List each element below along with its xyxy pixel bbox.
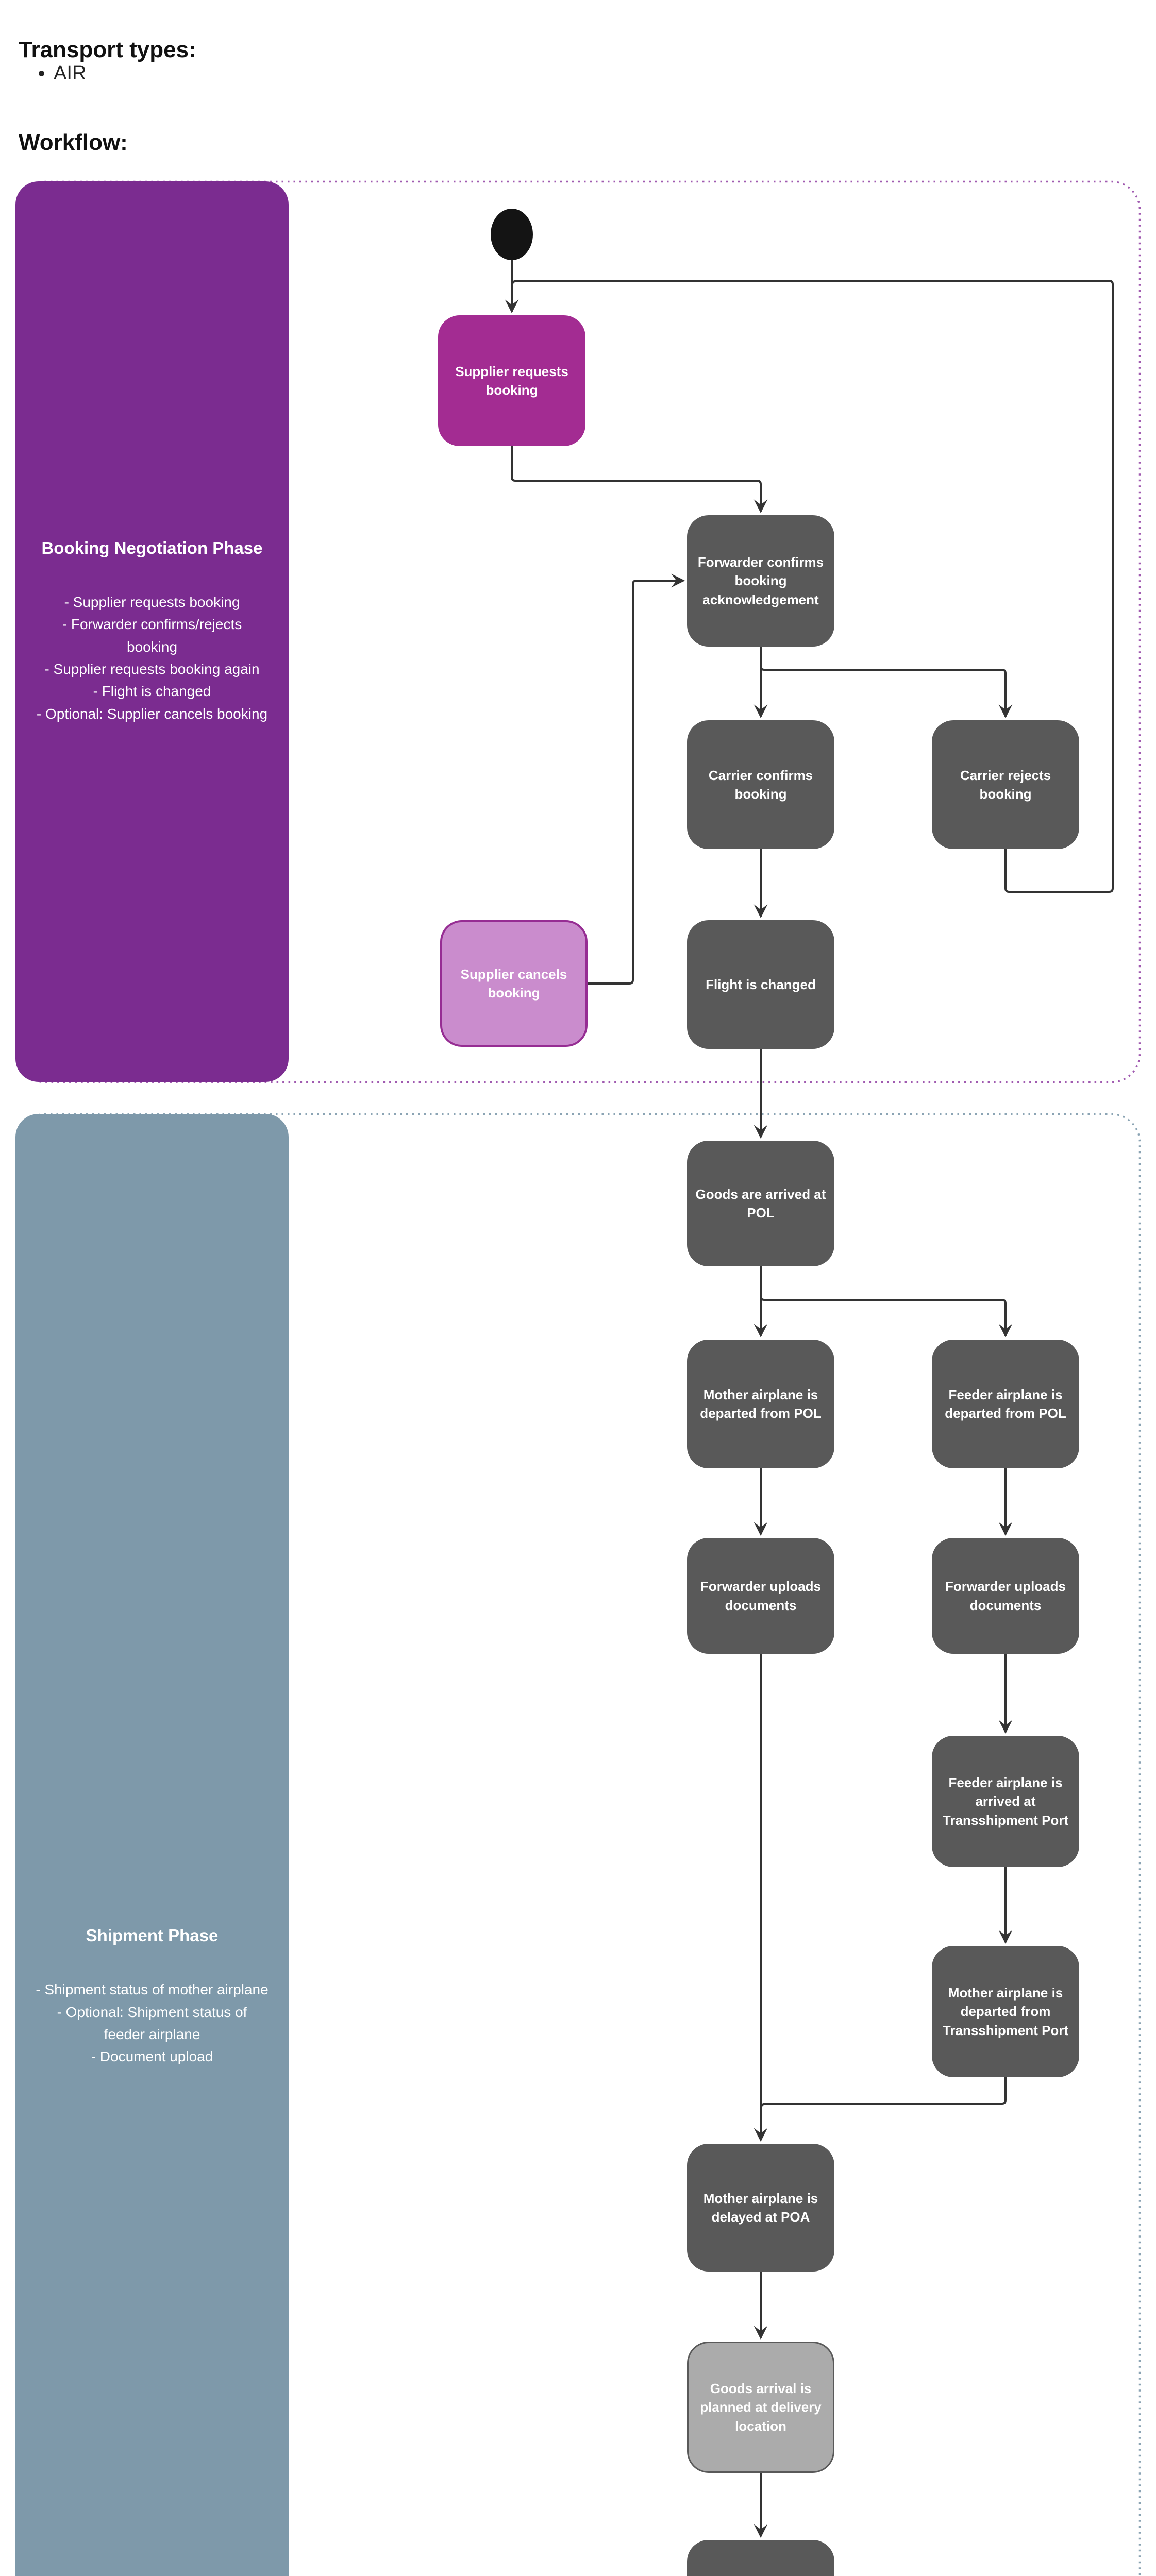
node-carrier-rejects-booking: Carrier rejects booking: [932, 720, 1079, 849]
edge-supplier-cancels-to-forwarder-confirms: [587, 573, 685, 985]
phase-2-sidebar: Shipment Phase - Shipment status of moth…: [15, 1114, 289, 2576]
phase-2-title: Shipment Phase: [86, 1926, 219, 1945]
node-feeder-airplane-departed-pol: Feeder airplane is departed from POL: [932, 1340, 1079, 1468]
node-mother-airplane-departed-pol: Mother airplane is departed from POL: [687, 1340, 834, 1468]
phase-item: - Flight is changed: [93, 683, 211, 700]
phase-1-title: Booking Negotiation Phase: [41, 538, 263, 557]
node-mother-airplane-delayed-poa: Mother airplane is delayed at POA: [687, 2144, 834, 2272]
node-goods-arrival-planned-delivery: Goods arrival is planned at delivery loc…: [687, 2342, 834, 2473]
phase-1-sidebar: Booking Negotiation Phase - Supplier req…: [15, 181, 289, 1082]
edge-supplier-requests-to-forwarder-confirms: [511, 445, 768, 513]
phase-item: - Document upload: [91, 2048, 213, 2065]
node-supplier-cancels-booking: Supplier cancels booking: [440, 920, 588, 1047]
node-goods-arrived-pol: Goods are arrived at POL: [687, 1141, 834, 1266]
start-node: [491, 209, 533, 260]
phase-item: - Optional: Supplier cancels booking: [36, 705, 268, 722]
edge-carrier-rejects-loopback: [511, 280, 1114, 893]
workflow-edges: [505, 259, 1114, 2538]
phase-item: - Optional: Shipment status of feeder ai…: [57, 2004, 247, 2042]
node-carrier-confirms-booking: Carrier confirms booking: [687, 720, 834, 849]
transport-types-list: AIR: [33, 61, 86, 86]
phase-2-items: - Shipment status of mother airplane - O…: [35, 1978, 269, 2068]
node-mother-airplane-arrived-poa: Mother airplane is arrived at POA: [687, 2540, 834, 2576]
phase-1-items: - Supplier requests booking - Forwarder …: [35, 591, 269, 725]
phase-item: - Supplier requests booking: [64, 594, 240, 610]
node-forwarder-uploads-documents-mother: Forwarder uploads documents: [687, 1538, 834, 1654]
node-forwarder-uploads-documents-feeder: Forwarder uploads documents: [932, 1538, 1079, 1654]
node-supplier-requests-booking: Supplier requests booking: [438, 315, 585, 446]
node-flight-is-changed: Flight is changed: [687, 920, 834, 1049]
phase-item: - Shipment status of mother airplane: [36, 1981, 269, 1998]
phase-item: - Supplier requests booking again: [44, 661, 260, 677]
transport-type-item-air: AIR: [54, 61, 86, 86]
edge-mother-departed-tp-merge: [760, 2076, 1007, 2110]
workflow-heading: Workflow:: [19, 130, 128, 155]
transport-types-heading: Transport types:: [19, 37, 196, 62]
node-forwarder-confirms-booking-acknowledgement: Forwarder confirms booking acknowledgeme…: [687, 515, 834, 647]
node-mother-airplane-departed-transshipment: Mother airplane is departed from Transsh…: [932, 1946, 1079, 2077]
node-feeder-airplane-arrived-transshipment: Feeder airplane is arrived at Transshipm…: [932, 1736, 1079, 1867]
edge-goods-pol-to-feeder-departed: [760, 1265, 1013, 1337]
edge-forwarder-confirms-to-carrier-rejects: [760, 646, 1013, 718]
phase-item: - Forwarder confirms/rejects booking: [62, 616, 242, 655]
